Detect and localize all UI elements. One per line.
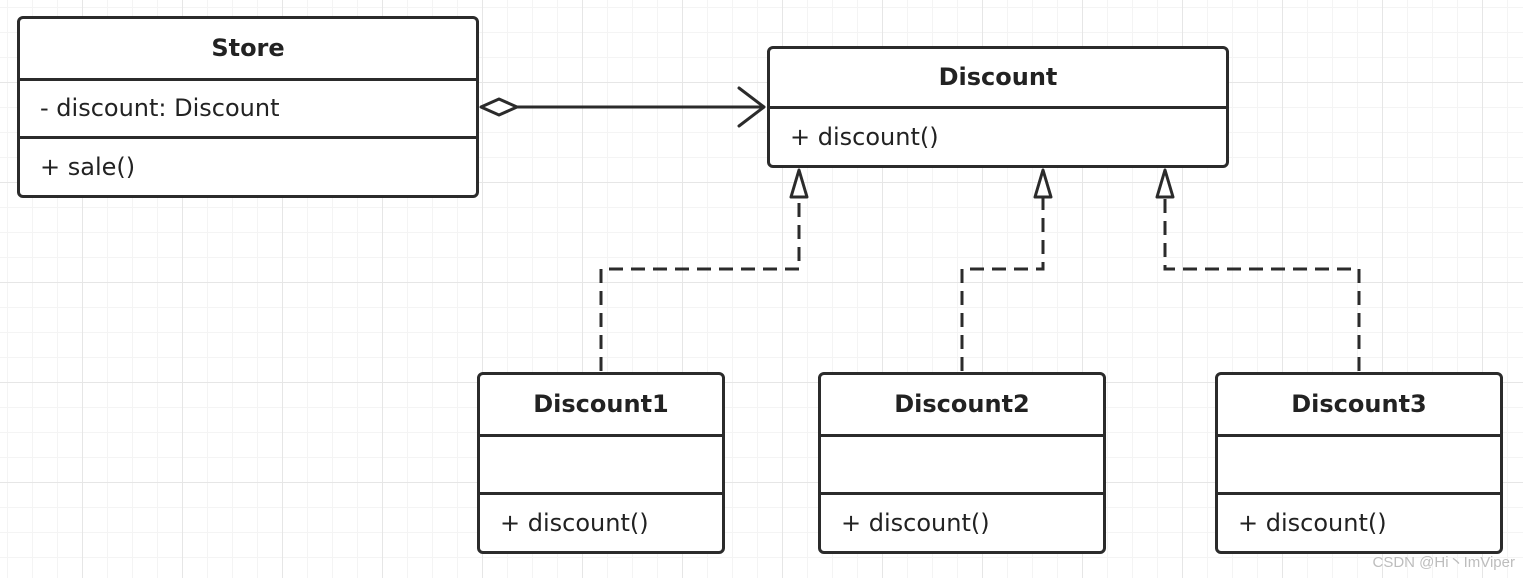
- class-name: Discount2: [894, 390, 1030, 419]
- class-name: Discount1: [533, 390, 669, 419]
- class-discount3[interactable]: Discount3 + discount(): [1215, 372, 1503, 554]
- realization-discount2-discount: [960, 168, 1053, 371]
- realization-arrowhead: [789, 168, 809, 199]
- realization-line: [1163, 198, 1361, 371]
- aggregation-arrowhead: [737, 86, 766, 128]
- watermark-text: CSDN @Hi丶ImViper: [1372, 554, 1515, 571]
- realization-arrowhead: [1155, 168, 1175, 199]
- class-name: Store: [211, 34, 285, 63]
- class-attributes-empty: [821, 433, 1103, 493]
- class-discount2[interactable]: Discount2 + discount(): [818, 372, 1106, 554]
- realization-line: [960, 198, 1045, 371]
- class-method: + discount(): [821, 492, 1103, 551]
- class-method: + sale(): [20, 136, 476, 195]
- class-method: + discount(): [480, 492, 722, 551]
- realization-line: [599, 198, 801, 371]
- class-attribute: - discount: Discount: [20, 77, 476, 137]
- aggregation-store-discount: [479, 86, 766, 128]
- class-store[interactable]: Store - discount: Discount + sale(): [17, 16, 479, 198]
- aggregation-diamond: [479, 97, 519, 117]
- class-name: Discount: [938, 63, 1058, 92]
- class-method: + discount(): [770, 105, 1226, 166]
- realization-discount3-discount: [1155, 168, 1361, 371]
- class-name: Discount3: [1291, 390, 1427, 419]
- realization-discount1-discount: [599, 168, 809, 371]
- class-discount1[interactable]: Discount1 + discount(): [477, 372, 725, 554]
- class-method: + discount(): [1218, 492, 1500, 551]
- class-attributes-empty: [480, 433, 722, 493]
- realization-arrowhead: [1033, 168, 1053, 199]
- class-attributes-empty: [1218, 433, 1500, 493]
- class-discount[interactable]: Discount + discount(): [767, 46, 1229, 168]
